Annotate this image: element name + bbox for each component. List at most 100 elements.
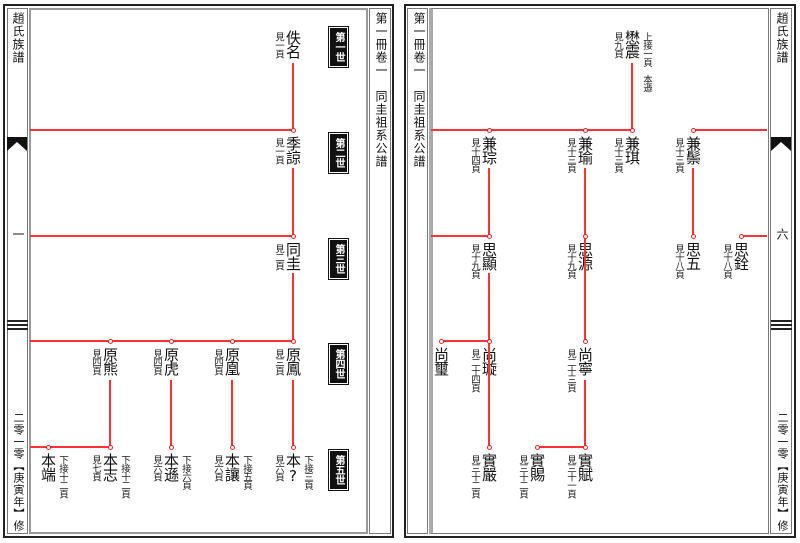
generation-label: 第二世 — [328, 132, 349, 174]
page-reference: 見十八頁 — [673, 244, 684, 278]
node-marker — [108, 445, 113, 450]
node-marker — [169, 445, 174, 450]
lineage-line — [109, 380, 111, 447]
edition-text: 二零一零【庚寅年】修 — [12, 412, 25, 532]
left-chart-area — [29, 8, 368, 534]
lineage-line — [488, 273, 490, 447]
branch-title: 同圭祖系公譜 — [412, 90, 426, 168]
sibling-connector — [30, 446, 110, 448]
sibling-connector — [30, 235, 293, 237]
page-reference: 見十四頁 — [469, 138, 480, 172]
lineage-line — [170, 380, 172, 447]
left-side-strip — [7, 8, 28, 534]
sibling-connector — [537, 446, 585, 448]
sibling-connector — [441, 340, 489, 342]
person-name: 本遜 — [162, 453, 180, 481]
generation-label: 第三世 — [328, 238, 349, 280]
lineage-line — [292, 273, 294, 341]
generation-label: 第四世 — [328, 343, 349, 385]
node-marker — [487, 339, 492, 344]
person-name: 季諒 — [284, 136, 302, 164]
lineage-line — [292, 63, 294, 130]
person-name: 尚寧 — [576, 347, 594, 375]
person-name: 兼瑜 — [576, 136, 594, 164]
volume-label: 第一冊卷一 — [374, 12, 388, 77]
page-reference: 見四頁 — [212, 349, 223, 375]
page-reference: 見二十三頁 — [565, 349, 576, 392]
left-header-strip — [369, 8, 391, 534]
page-reference: 見六頁 — [151, 455, 162, 481]
node-marker — [230, 339, 235, 344]
sibling-connector — [30, 340, 293, 342]
lineage-line — [231, 380, 233, 447]
node-marker — [46, 445, 51, 450]
cross-reference: 下接三頁 — [302, 455, 313, 489]
page-reference: 見四頁 — [90, 349, 101, 375]
node-marker — [583, 445, 588, 450]
book-title: 趙氏族譜 — [775, 12, 789, 64]
node-marker — [487, 445, 492, 450]
node-marker — [739, 234, 744, 239]
person-name: 本志 — [101, 453, 119, 481]
sibling-connector — [693, 129, 767, 131]
edition-text: 二零一零【庚寅年】修 — [776, 412, 789, 532]
node-marker — [230, 445, 235, 450]
lineage-line — [692, 168, 694, 236]
person-name: 懋震 — [623, 30, 641, 58]
node-marker — [535, 445, 540, 450]
lineage-line — [488, 168, 490, 236]
node-marker — [291, 445, 296, 450]
node-marker — [691, 128, 696, 133]
node-marker — [583, 339, 588, 344]
page-reference: 見一頁 — [273, 32, 284, 58]
branch-title: 同圭祖系公譜 — [374, 90, 388, 168]
page-reference: 見三十二頁 — [469, 455, 480, 498]
page-reference: 見六頁 — [273, 455, 284, 481]
node-marker — [487, 128, 492, 133]
person-name: 兼鬃 — [684, 136, 702, 164]
left-page — [3, 4, 394, 538]
lineage-line — [584, 380, 586, 447]
node-marker — [583, 128, 588, 133]
page-reference: 見四頁 — [151, 349, 162, 375]
generation-label: 第五世 — [328, 449, 349, 491]
node-marker — [291, 339, 296, 344]
sibling-connector — [741, 235, 767, 237]
person-name: 實嚴 — [480, 453, 498, 481]
person-name: 原凰 — [223, 347, 241, 375]
page-reference: 見三十二頁 — [517, 455, 528, 498]
sibling-connector — [431, 129, 632, 131]
page-reference: 見九頁 — [612, 32, 623, 58]
cross-reference: 下接六頁 — [180, 455, 191, 489]
page-reference: 見十九頁 — [469, 244, 480, 278]
node-marker — [691, 234, 696, 239]
page-reference: 見十九頁 — [565, 244, 576, 278]
book-title: 趙氏族譜 — [11, 12, 25, 64]
page-number: 六 — [775, 228, 789, 241]
person-name: 原虎 — [162, 347, 180, 375]
page-number: 一 — [11, 228, 25, 241]
lineage-line — [584, 168, 586, 341]
page-reference: 見十八頁 — [721, 244, 732, 278]
node-marker — [108, 339, 113, 344]
person-name: 同圭 — [284, 242, 302, 270]
sibling-connector — [431, 235, 489, 237]
lineage-line — [292, 380, 294, 447]
right-chart-area — [429, 8, 769, 534]
person-name: 本? — [284, 453, 302, 484]
cross-reference: 下接十二頁 — [57, 455, 68, 498]
node-marker — [169, 339, 174, 344]
person-name: 兼琪 — [623, 136, 641, 164]
person-name: 實賜 — [528, 453, 546, 481]
lineage-line — [631, 63, 633, 130]
person-name: 佚名 — [284, 30, 302, 58]
page-reference: 見二頁 — [273, 244, 284, 270]
page-reference: 見三頁 — [273, 349, 284, 375]
page-reference: 見六頁 — [212, 455, 223, 481]
cross-reference: 下接五頁 — [241, 455, 252, 489]
page-reference: 見二十四頁 — [469, 349, 480, 392]
person-name: 實賦 — [576, 453, 594, 481]
page-reference: 見十三頁 — [565, 138, 576, 172]
fish-tail-mark-icon — [771, 137, 791, 151]
